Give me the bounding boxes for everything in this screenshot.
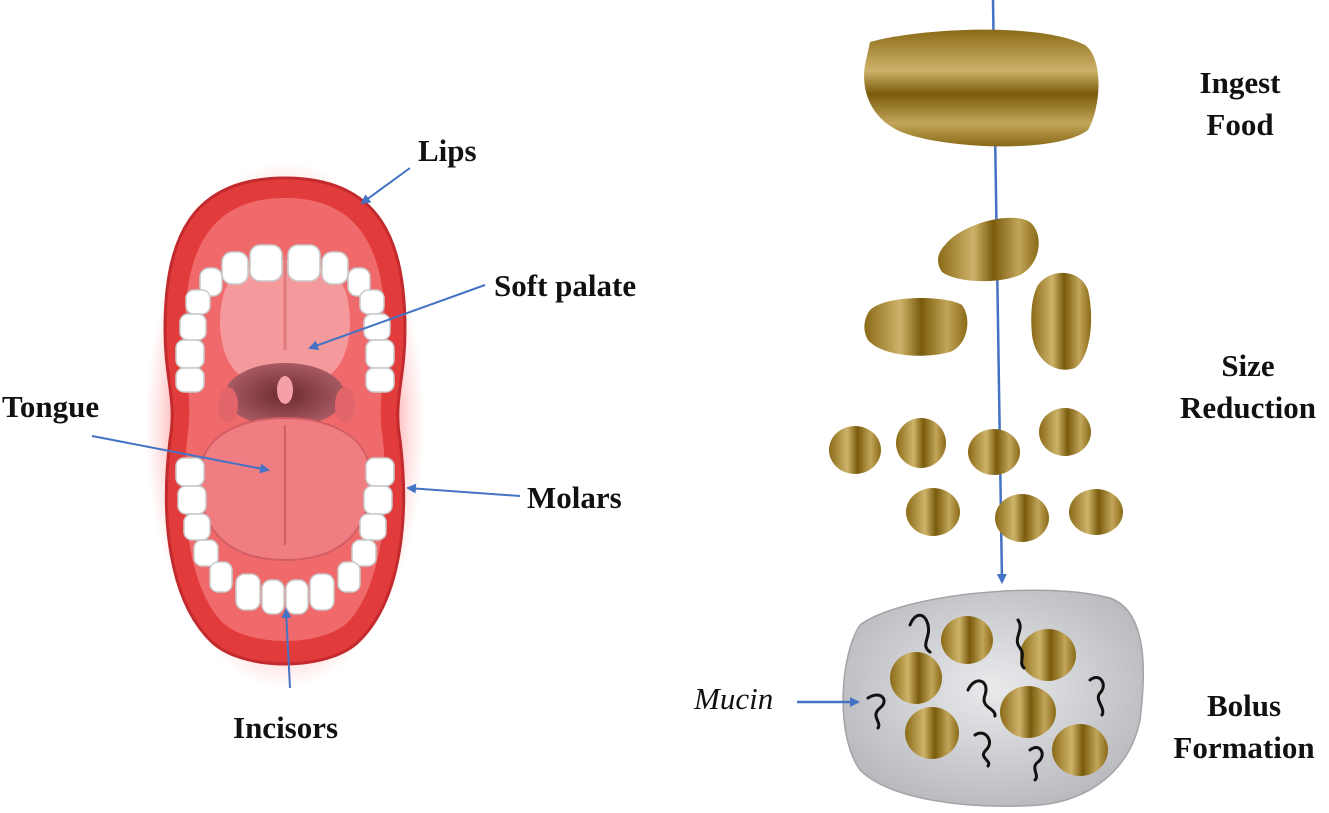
stage-ingest-line1: Ingest: [1199, 65, 1281, 100]
label-tongue: Tongue: [2, 389, 100, 424]
upper-teeth: [175, 244, 395, 393]
molars-arrow: [406, 483, 521, 497]
bolus: [842, 589, 1145, 807]
mouth-illustration: [145, 160, 425, 690]
food-small-pieces: [829, 408, 1123, 542]
label-molars: Molars: [527, 480, 622, 515]
stage-bolus-formation: Bolus Formation: [1164, 685, 1324, 769]
mucin-strands: [866, 613, 1105, 782]
stage-size-reduction: Size Reduction: [1168, 345, 1328, 429]
soft-palate-arrow: [308, 284, 486, 350]
stage-size-line1: Size: [1221, 348, 1275, 383]
incisors-arrow: [281, 608, 292, 689]
stage-bolus-line2: Formation: [1173, 730, 1315, 765]
label-lips: Lips: [418, 133, 477, 168]
label-soft-palate: Soft palate: [494, 268, 637, 303]
stage-ingest-line2: Food: [1206, 107, 1274, 142]
stage-size-line2: Reduction: [1179, 390, 1317, 425]
stage-bolus-line1: Bolus: [1206, 688, 1282, 723]
lower-teeth: [175, 457, 395, 615]
lips-arrow: [360, 167, 411, 205]
mouth-arrows: [91, 167, 521, 689]
food-large: [864, 29, 1099, 147]
label-incisors: Incisors: [233, 710, 339, 745]
uvula: [277, 376, 293, 404]
stage-ingest-food: Ingest Food: [1170, 62, 1310, 146]
tongue-arrow: [91, 435, 270, 474]
food-medium-pieces: [864, 217, 1092, 370]
label-mucin: Mucin: [694, 681, 774, 716]
